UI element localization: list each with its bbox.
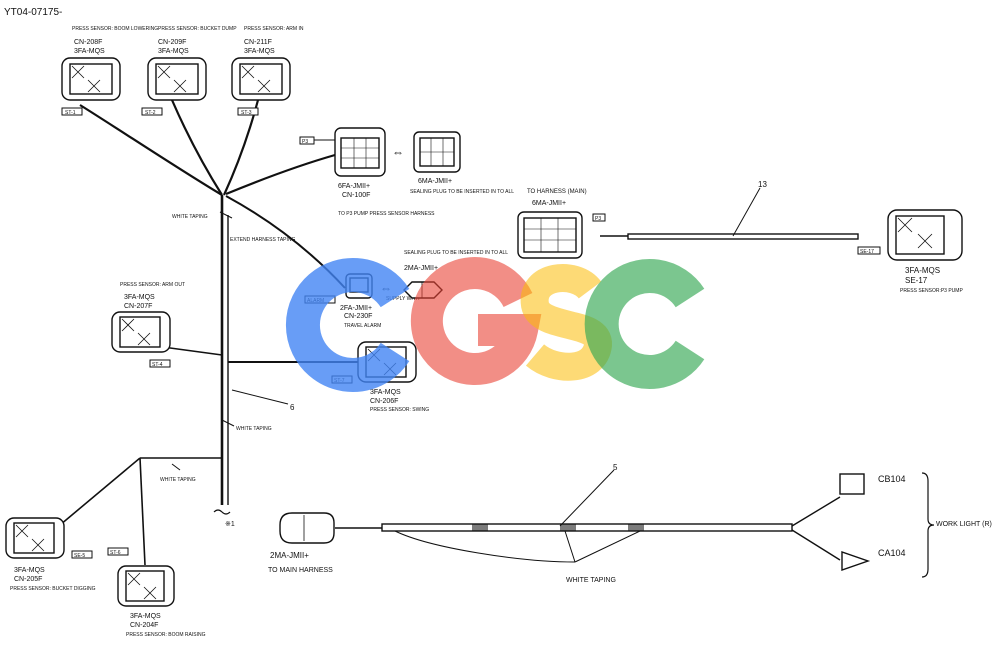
connector-main-6ma[interactable]	[517, 211, 583, 259]
cn204-code: CN-204F	[130, 622, 158, 629]
connector-worklight-2ma[interactable]	[279, 512, 335, 544]
cn206-code: CN-206F	[370, 398, 398, 405]
watermark-letter-c-green	[584, 259, 705, 389]
cn211f-type: 3FA-MQS	[244, 48, 275, 55]
cn204-type: 3FA-MQS	[130, 613, 161, 620]
white-taping-label-2: WHITE TAPING	[236, 426, 272, 432]
tag-st1: ST-1	[65, 110, 76, 116]
cn205-code: CN-205F	[14, 576, 42, 583]
callout-5: 5	[613, 463, 618, 472]
cn205-type: 3FA-MQS	[14, 567, 45, 574]
callout-6: 6	[290, 403, 295, 412]
white-taping-label-1: WHITE TAPING	[172, 214, 208, 220]
cn204-tag: ST-6	[110, 550, 121, 556]
main-harness-tag: P3	[595, 216, 601, 222]
watermark-letter-g-red	[410, 257, 542, 385]
connector-cn100f[interactable]	[334, 127, 386, 177]
sealing-6ma-note: SEALING PLUG TO BE INSERTED IN TO ALL	[410, 189, 514, 195]
se17-type: 3FA-MQS	[905, 266, 940, 275]
tag-st3: ST-3	[241, 110, 252, 116]
cn207-title: PRESS SENSOR: ARM OUT	[120, 282, 185, 288]
callout-13: 13	[758, 180, 767, 189]
cn230-type: 2FA-JMII+	[340, 305, 372, 312]
cn205-title: PRESS SENSOR: BUCKET DIGGING	[10, 586, 96, 592]
mate-arrow-icon: ⇔	[392, 145, 404, 159]
terminal-cb104[interactable]	[839, 473, 865, 495]
sealing-2ma-type: 2MA-JMII+	[404, 265, 438, 272]
tag-st2: ST-2	[145, 110, 156, 116]
cn208f-code: CN-208F	[74, 39, 102, 46]
cn207-type: 3FA-MQS	[124, 294, 155, 301]
cn205-tag: SE-5	[74, 553, 85, 559]
sealing-2ma-note: SEALING PLUG TO BE INSERTED IN TO ALL	[404, 250, 508, 256]
cn206-title: PRESS SENSOR: SWING	[370, 407, 429, 413]
worklight-plug-type: 2MA-JMII+	[270, 551, 309, 560]
watermark-letter-c-blue	[285, 258, 410, 392]
cn100-tag: P3	[302, 139, 308, 145]
connector-cn205f[interactable]	[5, 517, 65, 559]
worklight-taping: WHITE TAPING	[566, 577, 616, 584]
cn207-code: CN-207F	[124, 303, 152, 310]
main-harness-heading: TO HARNESS (MAIN)	[527, 189, 587, 195]
cn211f-code: CN-211F	[244, 39, 272, 46]
cn230-code: CN-230F	[344, 313, 372, 320]
cn209f-title: PRESS SENSOR: BUCKET DUMP	[158, 26, 237, 32]
se17-code: SE-17	[905, 276, 928, 285]
sealing-plug-6ma	[413, 131, 461, 173]
cn209f-type: 3FA-MQS	[158, 48, 189, 55]
connector-cn208f[interactable]: ST-1	[61, 57, 121, 116]
cn206-type: 3FA-MQS	[370, 389, 401, 396]
connector-cn207f[interactable]	[111, 311, 171, 353]
watermark-letter-s-yellow	[520, 264, 612, 381]
drawing-id: YT04-07175-	[4, 7, 62, 18]
connector-cn209f[interactable]: ST-2	[141, 57, 207, 116]
harness-wires	[59, 99, 935, 578]
cn100-note: TO P3 PUMP PRESS SENSOR HARNESS	[338, 211, 435, 217]
worklight-label: WORK LIGHT (R)	[936, 521, 992, 528]
cn230-label: TRAVEL ALARM	[344, 323, 381, 329]
watermark-gsc	[285, 257, 705, 392]
ca104-label: CA104	[878, 548, 906, 558]
worklight-plug-note: TO MAIN HARNESS	[268, 567, 333, 574]
white-taping-label-3: WHITE TAPING	[160, 477, 196, 483]
se17-tag: SE-17	[860, 249, 874, 255]
cn100-type: 6FA-JMII+	[338, 183, 370, 190]
main-harness-type: 6MA-JMII+	[532, 200, 566, 207]
cn204-title: PRESS SENSOR: BOOM RAISING	[126, 632, 206, 638]
terminal-ca104[interactable]	[841, 551, 871, 571]
star-marker: ※1	[225, 521, 235, 528]
connector-se17[interactable]	[887, 209, 963, 261]
cn211f-title: PRESS SENSOR: ARM IN	[244, 26, 304, 32]
cn207-tag: ST-4	[152, 362, 163, 368]
connector-cn204f[interactable]	[117, 565, 175, 607]
cn100-code: CN-100F	[342, 192, 370, 199]
connector-cn211f[interactable]: ST-3	[231, 57, 291, 116]
cn230-supply: SUPPLY WITH	[386, 296, 420, 302]
cn209f-code: CN-209F	[158, 39, 186, 46]
se17-title: PRESS SENSOR:P3 PUMP	[900, 288, 963, 294]
cb104-label: CB104	[878, 474, 906, 484]
cn208f-type: 3FA-MQS	[74, 48, 105, 55]
cn208f-title: PRESS SENSOR: BOOM LOWERING	[72, 26, 158, 32]
sealing-6ma-type: 6MA-JMII+	[418, 178, 452, 185]
extend-taping-label: EXTEND HARNESS TAPING	[230, 237, 295, 243]
